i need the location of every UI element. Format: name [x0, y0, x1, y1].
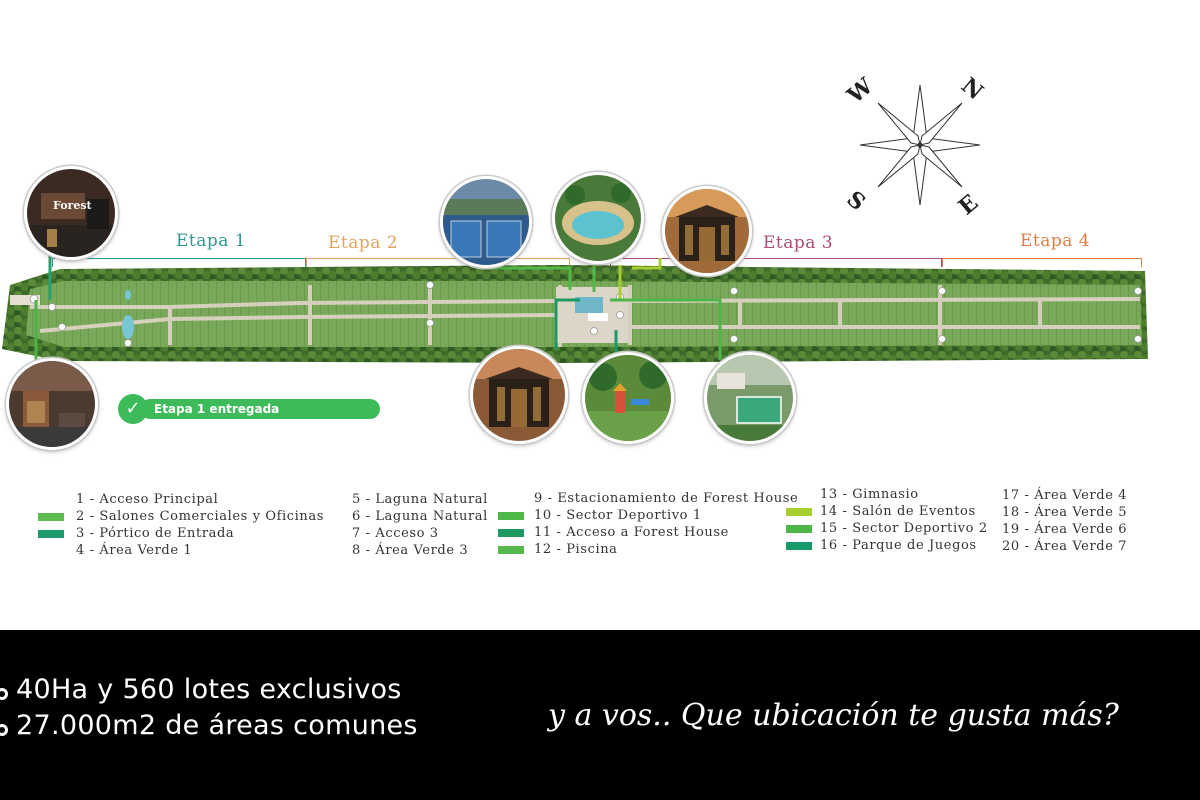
- legend-swatch-3: [38, 530, 64, 538]
- legend-item-10: 10 - Sector Deportivo 1: [534, 508, 702, 523]
- legend-swatch-14: [786, 508, 812, 516]
- legend-item-12: 12 - Piscina: [534, 542, 618, 557]
- stage-1-label: Etapa 1: [176, 231, 247, 251]
- legend-item-14: 14 - Salón de Eventos: [820, 504, 976, 519]
- legend-item-15: 15 - Sector Deportivo 2: [820, 521, 988, 536]
- legend-item-4: 4 - Área Verde 1: [76, 543, 193, 558]
- legend-swatch-2: [38, 513, 64, 521]
- photo-entrance-portico: [6, 358, 98, 450]
- legend-swatch-11: [498, 529, 524, 537]
- photo-pool: [552, 172, 644, 264]
- photo-sports-courts: [440, 176, 532, 268]
- legend-item-7: 7 - Acceso 3: [352, 526, 439, 541]
- legend-item-9: 9 - Estacionamiento de Forest House: [534, 491, 799, 506]
- legend-swatch-16: [786, 542, 812, 550]
- photo-playground: [582, 352, 674, 444]
- stage-1-bracket: [52, 258, 306, 267]
- legend-swatch-12: [498, 546, 524, 554]
- footer-line-1: 40Ha y 560 lotes exclusivos: [16, 674, 402, 705]
- check-icon: ✓: [118, 394, 148, 424]
- legend-item-6: 6 - Laguna Natural: [352, 509, 488, 524]
- bullet-icon: [0, 688, 8, 700]
- forest-sign-text: Forest: [53, 199, 92, 212]
- stage-3-bracket: [610, 258, 942, 267]
- legend-item-5: 5 - Laguna Natural: [352, 492, 488, 507]
- footer-tagline: y a vos.. Que ubicación te gusta más?: [548, 698, 1119, 733]
- bullet-icon: [0, 724, 8, 736]
- photo-commercial-building: Forest: [24, 166, 118, 260]
- photo-event-hall: [662, 186, 752, 276]
- legend-item-19: 19 - Área Verde 6: [1002, 522, 1128, 537]
- legend-item-13: 13 - Gimnasio: [820, 487, 919, 502]
- stage-2-label: Etapa 2: [328, 233, 399, 253]
- photo-forest-house: [470, 346, 568, 444]
- legend-item-16: 16 - Parque de Juegos: [820, 538, 977, 553]
- stage-2-bracket: [306, 258, 570, 267]
- legend-swatch-10: [498, 512, 524, 520]
- legend-item-20: 20 - Área Verde 7: [1002, 539, 1128, 554]
- legend-item-18: 18 - Área Verde 5: [1002, 505, 1128, 520]
- compass-star-icon: [859, 84, 981, 206]
- legend-item-17: 17 - Área Verde 4: [1002, 488, 1128, 503]
- legend-item-1: 1 - Acceso Principal: [76, 492, 219, 507]
- legend-item-2: 2 - Salones Comerciales y Oficinas: [76, 509, 325, 524]
- photo-connector-lines: [34, 245, 722, 360]
- site-plan-map: [0, 255, 1160, 375]
- photo-sports-sector-2: [704, 352, 796, 444]
- stage-3-label: Etapa 3: [763, 233, 834, 253]
- legend-item-3: 3 - Pórtico de Entrada: [76, 526, 235, 541]
- compass-rose: W N S E: [840, 70, 1000, 221]
- legend-item-8: 8 - Área Verde 3: [352, 543, 469, 558]
- stage-4-bracket: [942, 258, 1142, 267]
- legend-swatch-15: [786, 525, 812, 533]
- footer-band: 40Ha y 560 lotes exclusivos 27.000m2 de …: [0, 630, 1200, 800]
- badge-label: Etapa 1 entregada: [140, 399, 380, 419]
- footer-line-2: 27.000m2 de áreas comunes: [16, 710, 418, 741]
- legend-item-11: 11 - Acceso a Forest House: [534, 525, 729, 540]
- stage-4-label: Etapa 4: [1020, 231, 1091, 251]
